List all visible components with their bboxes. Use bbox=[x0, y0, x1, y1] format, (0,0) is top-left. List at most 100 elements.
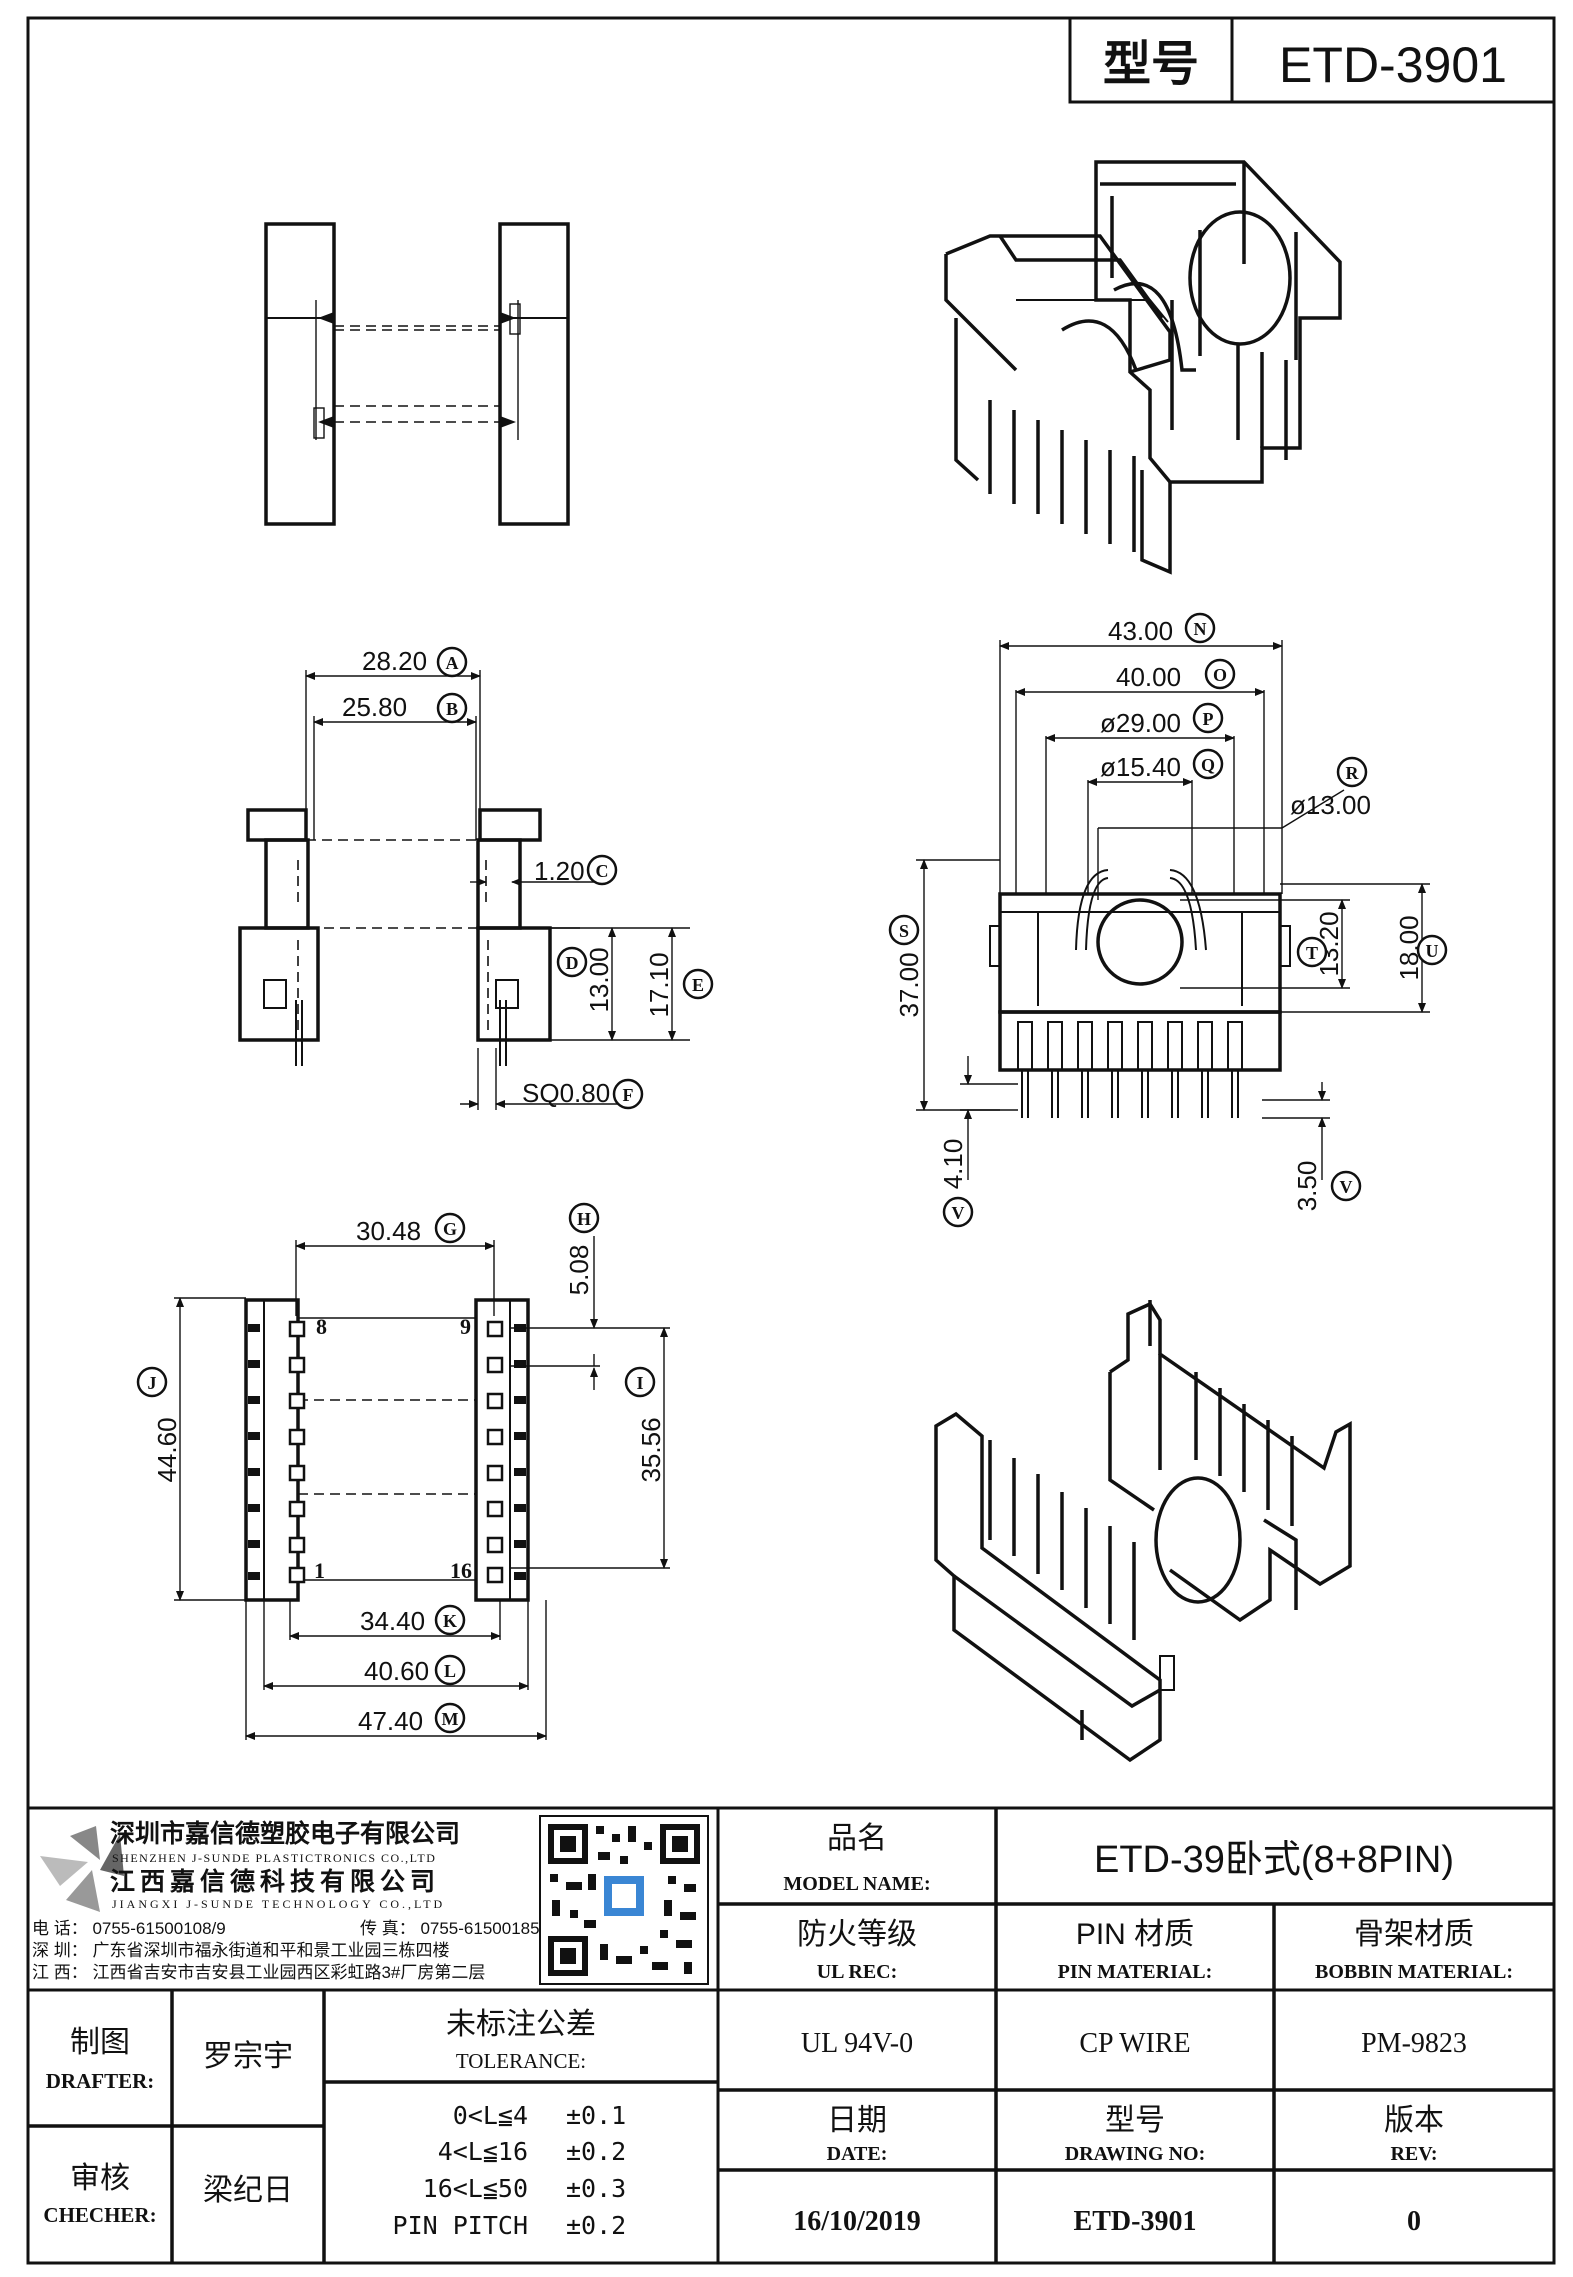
top-view bbox=[264, 222, 570, 526]
dim-B-value: 25.80 bbox=[342, 692, 407, 722]
company-name-en-2: JIANGXI J-SUNDE TECHNOLOGY CO.,LTD bbox=[112, 1897, 445, 1911]
rev-label-cn: 版本 bbox=[1384, 2104, 1444, 2137]
tolerance-value: ±0.3 bbox=[566, 2174, 626, 2203]
bubble-P: P bbox=[1203, 709, 1214, 729]
pin-9-label: 9 bbox=[460, 1314, 471, 1339]
dim-E-value: 17.10 bbox=[644, 952, 674, 1017]
bubble-N: N bbox=[1194, 619, 1207, 639]
tolerance-range: PIN PITCH bbox=[393, 2211, 528, 2240]
pin-material-label-cn: PIN 材质 bbox=[1076, 1918, 1194, 1951]
dim-C-value: 1.20 bbox=[534, 856, 585, 886]
rev-value: 0 bbox=[1407, 2206, 1421, 2237]
pin-material-value: CP WIRE bbox=[1079, 2028, 1190, 2059]
dim-L-value: 40.60 bbox=[364, 1656, 429, 1686]
bubble-H: H bbox=[577, 1209, 591, 1229]
drawing-no-label-cn: 型号 bbox=[1105, 2104, 1165, 2137]
company-address-sz: 深 圳： 广东省深圳市福永街道和平和景工业园三栋四楼 bbox=[32, 1941, 449, 1960]
model-name-value: ETD-39卧式(8+8PIN) bbox=[1094, 1839, 1454, 1881]
dim-V1-value: 4.10 bbox=[938, 1139, 968, 1190]
top-model-value: ETD-3901 bbox=[1279, 37, 1507, 93]
model-name-label-en: MODEL NAME: bbox=[783, 1873, 930, 1895]
bubble-L: L bbox=[444, 1661, 456, 1681]
bubble-B: B bbox=[446, 699, 458, 719]
dim-I-value: 35.56 bbox=[636, 1417, 666, 1482]
company-address-jx: 江 西： 江西省吉安市吉安县工业园西区彩虹路3#厂房第二层 bbox=[32, 1963, 485, 1982]
side-view-pins bbox=[1017, 1021, 1243, 1118]
bubble-V-right: V bbox=[1340, 1177, 1353, 1197]
bubble-F: F bbox=[623, 1085, 634, 1105]
tolerance-value: ±0.2 bbox=[566, 2137, 626, 2166]
drafter-name: 罗宗宇 bbox=[203, 2040, 293, 2073]
model-name-label-cn: 品名 bbox=[827, 1822, 887, 1855]
bubble-S: S bbox=[899, 921, 909, 941]
bubble-D: D bbox=[566, 953, 579, 973]
pin-8-label: 8 bbox=[316, 1314, 327, 1339]
pin-material-label-en: PIN MATERIAL: bbox=[1058, 1961, 1213, 1983]
checker-label-cn: 审核 bbox=[70, 2162, 130, 2195]
date-label-en: DATE: bbox=[827, 2143, 888, 2165]
reference-bubbles: A B C D E F G H I J K L M N O P Q R S T … bbox=[136, 612, 1448, 1734]
front-view bbox=[238, 670, 690, 1110]
ul-label-en: UL REC: bbox=[817, 1961, 898, 1983]
ul-label-cn: 防火等级 bbox=[797, 1918, 917, 1951]
dim-O-value: 40.00 bbox=[1116, 662, 1181, 692]
iso1-pins bbox=[988, 344, 1288, 552]
top-model-label: 型号 bbox=[1103, 38, 1199, 91]
company-logo bbox=[40, 1826, 124, 1912]
tolerance-range: 0<L≦4 bbox=[453, 2101, 528, 2130]
bubble-J: J bbox=[148, 1373, 157, 1393]
rev-label-en: REV: bbox=[1390, 2143, 1437, 2165]
tolerance-value: ±0.1 bbox=[566, 2101, 626, 2130]
dim-S-value: 37.00 bbox=[894, 952, 924, 1017]
drawing-no-value: ETD-3901 bbox=[1074, 2206, 1197, 2237]
dimension-labels: 28.20 25.80 1.20 SQ0.80 13.00 17.10 43.0… bbox=[152, 616, 1424, 1736]
bubble-I: I bbox=[636, 1373, 643, 1393]
bubble-O: O bbox=[1213, 665, 1227, 685]
qr-code bbox=[539, 1815, 709, 1985]
tolerance-range: 4<L≦16 bbox=[438, 2137, 528, 2166]
pin-16-label: 16 bbox=[450, 1558, 472, 1583]
company-tel: 电 话： 0755-61500108/9 bbox=[32, 1919, 226, 1938]
dim-R-value: ø13.00 bbox=[1290, 790, 1371, 820]
top-title-box: 型号 ETD-3901 bbox=[1068, 16, 1556, 104]
bottom-view-pin-pads bbox=[248, 1320, 526, 1584]
side-view bbox=[916, 640, 1430, 1180]
dim-Q-value: ø15.40 bbox=[1100, 752, 1181, 782]
bubble-G: G bbox=[443, 1219, 457, 1239]
company-name-cn-2: 江西嘉信德科技有限公司 bbox=[110, 1867, 440, 1896]
dim-G-value: 30.48 bbox=[356, 1216, 421, 1246]
dim-N-value: 43.00 bbox=[1108, 616, 1173, 646]
dim-M-value: 47.40 bbox=[358, 1706, 423, 1736]
dim-J-value: 44.60 bbox=[152, 1417, 182, 1482]
bubble-V-left: V bbox=[952, 1203, 965, 1223]
bubble-K: K bbox=[443, 1611, 457, 1631]
dim-P-value: ø29.00 bbox=[1100, 708, 1181, 738]
pin-1-label: 1 bbox=[314, 1558, 325, 1583]
bubble-C: C bbox=[596, 861, 609, 881]
isometric-view-top bbox=[944, 160, 1342, 575]
tolerance-label-cn: 未标注公差 bbox=[446, 2008, 596, 2041]
dim-K-value: 34.40 bbox=[360, 1606, 425, 1636]
iso2-pins bbox=[988, 1372, 1294, 1640]
bobbin-material-label-en: BOBBIN MATERIAL: bbox=[1315, 1961, 1513, 1983]
bottom-view bbox=[174, 1236, 670, 1740]
bubble-E: E bbox=[692, 975, 704, 995]
dim-A-value: 28.20 bbox=[362, 646, 427, 676]
tolerance-value: ±0.2 bbox=[566, 2211, 626, 2240]
bubble-M: M bbox=[442, 1709, 459, 1729]
tolerance-label-en: TOLERANCE: bbox=[456, 2049, 586, 2073]
bubble-R: R bbox=[1346, 763, 1360, 783]
bubble-Q: Q bbox=[1201, 755, 1215, 775]
company-name-en-1: SHENZHEN J-SUNDE PLASTICTRONICS CO.,LTD bbox=[112, 1851, 436, 1865]
dim-V2-value: 3.50 bbox=[1292, 1161, 1322, 1212]
bobbin-material-label-cn: 骨架材质 bbox=[1354, 1918, 1474, 1951]
date-value: 16/10/2019 bbox=[793, 2206, 921, 2237]
dim-D-value: 13.00 bbox=[584, 947, 614, 1012]
bubble-T: T bbox=[1306, 943, 1318, 963]
sheet-border bbox=[26, 16, 1556, 2265]
drawing-no-label-en: DRAWING NO: bbox=[1065, 2143, 1206, 2165]
dim-F-value: SQ0.80 bbox=[522, 1078, 610, 1108]
company-fax: 传 真： 0755-61500185 bbox=[360, 1919, 540, 1938]
checker-name: 梁纪日 bbox=[203, 2174, 293, 2207]
